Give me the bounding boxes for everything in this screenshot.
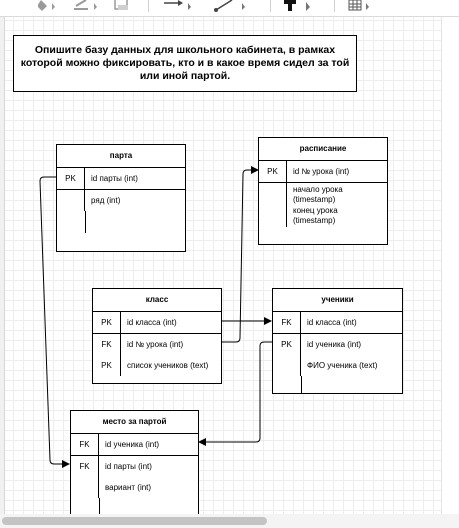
connection-icon[interactable] <box>162 0 196 12</box>
key-cell <box>273 355 301 376</box>
key-cell <box>71 477 99 498</box>
field-cell: конец урока (timestamp) <box>293 206 338 225</box>
shadow-icon[interactable] <box>112 0 132 12</box>
key-cell: PK <box>57 168 85 189</box>
key-cell: PK <box>93 355 121 376</box>
entity-row[interactable]: вариант (int) <box>71 477 198 498</box>
entity-title: место за партой <box>71 411 198 434</box>
field-cell: начало урока (timestamp) <box>293 185 343 204</box>
table-icon[interactable] <box>348 0 374 12</box>
entity-desk[interactable]: парта PK id парты (int) ряд (int) <box>56 144 186 252</box>
fill-color-icon[interactable] <box>38 0 60 12</box>
horizontal-scrollbar[interactable] <box>0 514 459 528</box>
entity-row[interactable]: конец урока (timestamp) <box>259 205 387 227</box>
field-cell: id парты (int) <box>105 462 152 471</box>
entity-row[interactable]: PK id парты (int) <box>57 168 185 190</box>
entity-row[interactable]: PK id № урока (int) <box>259 161 387 183</box>
key-cell <box>57 190 85 211</box>
field-cell: id № урока (int) <box>293 167 350 176</box>
insert-icon[interactable] <box>284 0 322 12</box>
line-color-icon[interactable] <box>72 0 102 12</box>
field-cell: ФИО ученика (text) <box>307 361 378 370</box>
toolbar-separator <box>148 0 149 12</box>
entity-title: парта <box>57 145 185 168</box>
key-cell: PK <box>273 334 301 355</box>
entity-title: расписание <box>259 138 387 161</box>
entity-row[interactable]: FK id парты (int) <box>71 456 198 477</box>
field-cell: id № урока (int) <box>127 340 184 349</box>
scrollbar-thumb[interactable] <box>2 517 267 525</box>
toolbar-separator <box>270 0 271 12</box>
toolbar <box>0 0 459 17</box>
entity-row[interactable]: FK id класса (int) <box>273 312 402 334</box>
key-cell: FK <box>71 434 99 455</box>
left-panel-edge <box>0 17 5 514</box>
field-cell: id парты (int) <box>91 174 138 183</box>
key-cell: PK <box>259 161 287 182</box>
right-panel-edge <box>441 17 459 514</box>
entity-seat[interactable]: место за партой FK id ученика (int) FK i… <box>70 410 199 528</box>
column-divider <box>99 498 100 528</box>
field-cell: id класса (int) <box>127 318 177 327</box>
entity-row[interactable]: ФИО ученика (text) <box>273 355 402 376</box>
entity-row[interactable]: FK id № урока (int) <box>93 334 221 355</box>
key-cell <box>259 183 287 205</box>
entity-row[interactable]: PK id ученика (int) <box>273 334 402 355</box>
entity-row[interactable]: PK список учеников (text) <box>93 355 221 376</box>
field-cell: ряд (int) <box>91 196 121 205</box>
key-cell: FK <box>93 334 121 355</box>
waypoints-icon[interactable] <box>212 0 252 12</box>
toolbar-separator <box>334 0 335 12</box>
entity-row[interactable]: ряд (int) <box>57 190 185 211</box>
entity-row[interactable]: FK id ученика (int) <box>71 434 198 456</box>
field-cell: список учеников (text) <box>127 361 209 370</box>
field-cell: id ученика (int) <box>105 440 160 449</box>
task-note-text: Опишите базу данных для школьного кабине… <box>20 44 350 82</box>
entity-schedule[interactable]: расписание PK id № урока (int) начало ур… <box>258 137 388 245</box>
entity-class[interactable]: класс PK id класса (int) FK id № урока (… <box>92 288 222 384</box>
entity-title: класс <box>93 289 221 312</box>
field-cell: вариант (int) <box>105 483 152 492</box>
field-cell: id ученика (int) <box>307 340 362 349</box>
task-note[interactable]: Опишите базу данных для школьного кабине… <box>13 35 357 92</box>
entity-row[interactable]: PK id класса (int) <box>93 312 221 334</box>
key-cell: FK <box>273 312 301 333</box>
field-cell: id класса (int) <box>307 318 357 327</box>
key-cell <box>259 205 287 227</box>
key-cell: FK <box>71 456 99 477</box>
key-cell: PK <box>93 312 121 333</box>
entity-row[interactable]: начало урока (timestamp) <box>259 183 387 205</box>
column-divider <box>85 211 86 233</box>
column-divider <box>301 376 302 393</box>
entity-students[interactable]: ученики FK id класса (int) PK id ученика… <box>272 288 403 394</box>
entity-title: ученики <box>273 289 402 312</box>
